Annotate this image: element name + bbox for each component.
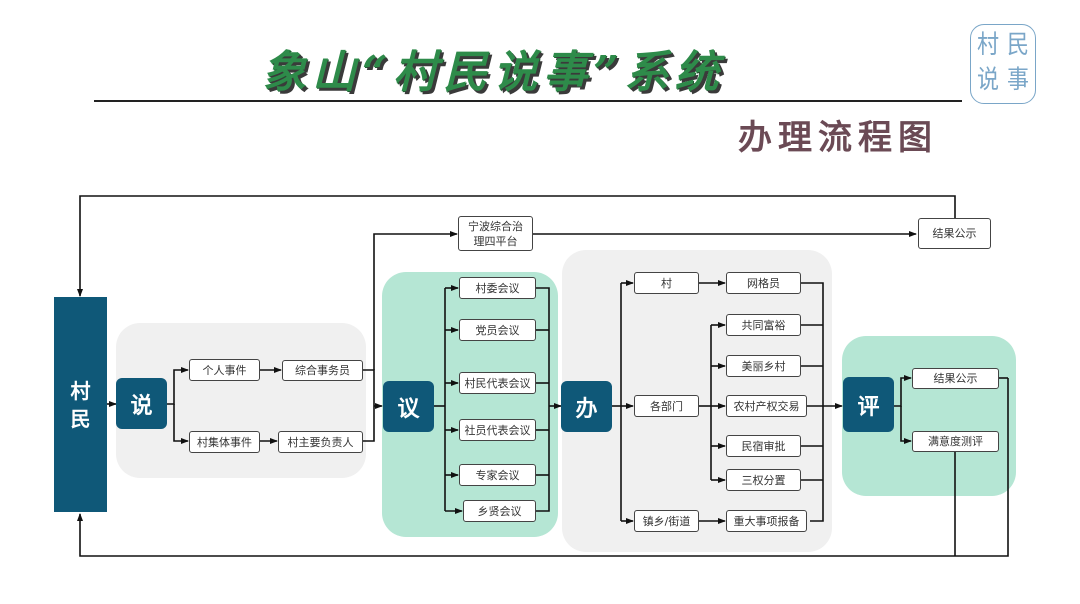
platform-line1: 宁波综合治 [468,219,523,233]
node-meeting[interactable]: 社员代表会议 [459,419,536,441]
feedback-line-bottom [77,378,1009,557]
node-personal-matter[interactable]: 个人事件 [189,359,260,381]
node-village-head[interactable]: 村主要负责人 [278,431,363,453]
node-level-village[interactable]: 村 [634,272,699,294]
seal-char: 民 [1006,30,1029,60]
node-general-clerk[interactable]: 综合事务员 [282,360,363,381]
node-level-town[interactable]: 镇乡/街道 [634,510,699,532]
stage-handle[interactable]: 办 [561,381,612,432]
stage-evaluate[interactable]: 评 [843,377,894,432]
edge-meetings-bus [536,287,550,512]
stage-discuss[interactable]: 议 [383,381,434,432]
edge-targets-bus [801,282,824,522]
node-collective-matter[interactable]: 村集体事件 [189,431,260,453]
system-title: 象山“村民说事”系统 [262,47,725,98]
node-dept-target[interactable]: 三权分置 [726,469,801,491]
edge-speak-split [167,367,189,405]
seal-char: 说 [976,65,999,95]
node-meeting[interactable]: 专家会议 [459,464,536,486]
node-ningbo-platform[interactable]: 宁波综合治 理四平台 [458,216,533,251]
seal-char: 村 [976,30,999,60]
node-dept-target[interactable]: 民宿审批 [726,435,801,457]
node-dept-target[interactable]: 农村产权交易 [726,395,807,417]
stage-villager-char: 村 [70,378,91,403]
node-result-public-top[interactable]: 结果公示 [918,218,991,249]
node-result-public[interactable]: 结果公示 [912,368,999,389]
edge-to-platform [373,231,458,370]
flowchart-subtitle: 办理流程图 [738,118,938,158]
node-meeting[interactable]: 村委会议 [459,277,536,299]
node-major-report[interactable]: 重大事项报备 [726,510,807,532]
edge-evaluate-split [894,375,912,407]
edge-handlers-merge [363,369,375,442]
title-divider [94,100,962,102]
edge-speak-split2 [173,404,189,444]
node-dept-target[interactable]: 美丽乡村 [726,355,801,377]
stage-speak[interactable]: 说 [116,378,167,429]
node-satisfaction-survey[interactable]: 满意度测评 [912,431,999,452]
platform-line2: 理四平台 [473,234,518,248]
node-dept-target[interactable]: 共同富裕 [726,314,801,336]
node-level-departments[interactable]: 各部门 [634,395,699,417]
node-grid-worker[interactable]: 网格员 [726,272,801,294]
node-meeting[interactable]: 党员会议 [459,319,536,341]
stage-villager-char: 民 [70,406,91,431]
node-meeting[interactable]: 村民代表会议 [459,372,536,394]
seal-logo: 村 民 说 事 [970,24,1036,104]
node-meeting[interactable]: 乡贤会议 [463,500,536,522]
stage-villager[interactable]: 村 民 [54,297,107,512]
seal-char: 事 [1006,65,1029,95]
feedback-line-top [77,195,956,297]
